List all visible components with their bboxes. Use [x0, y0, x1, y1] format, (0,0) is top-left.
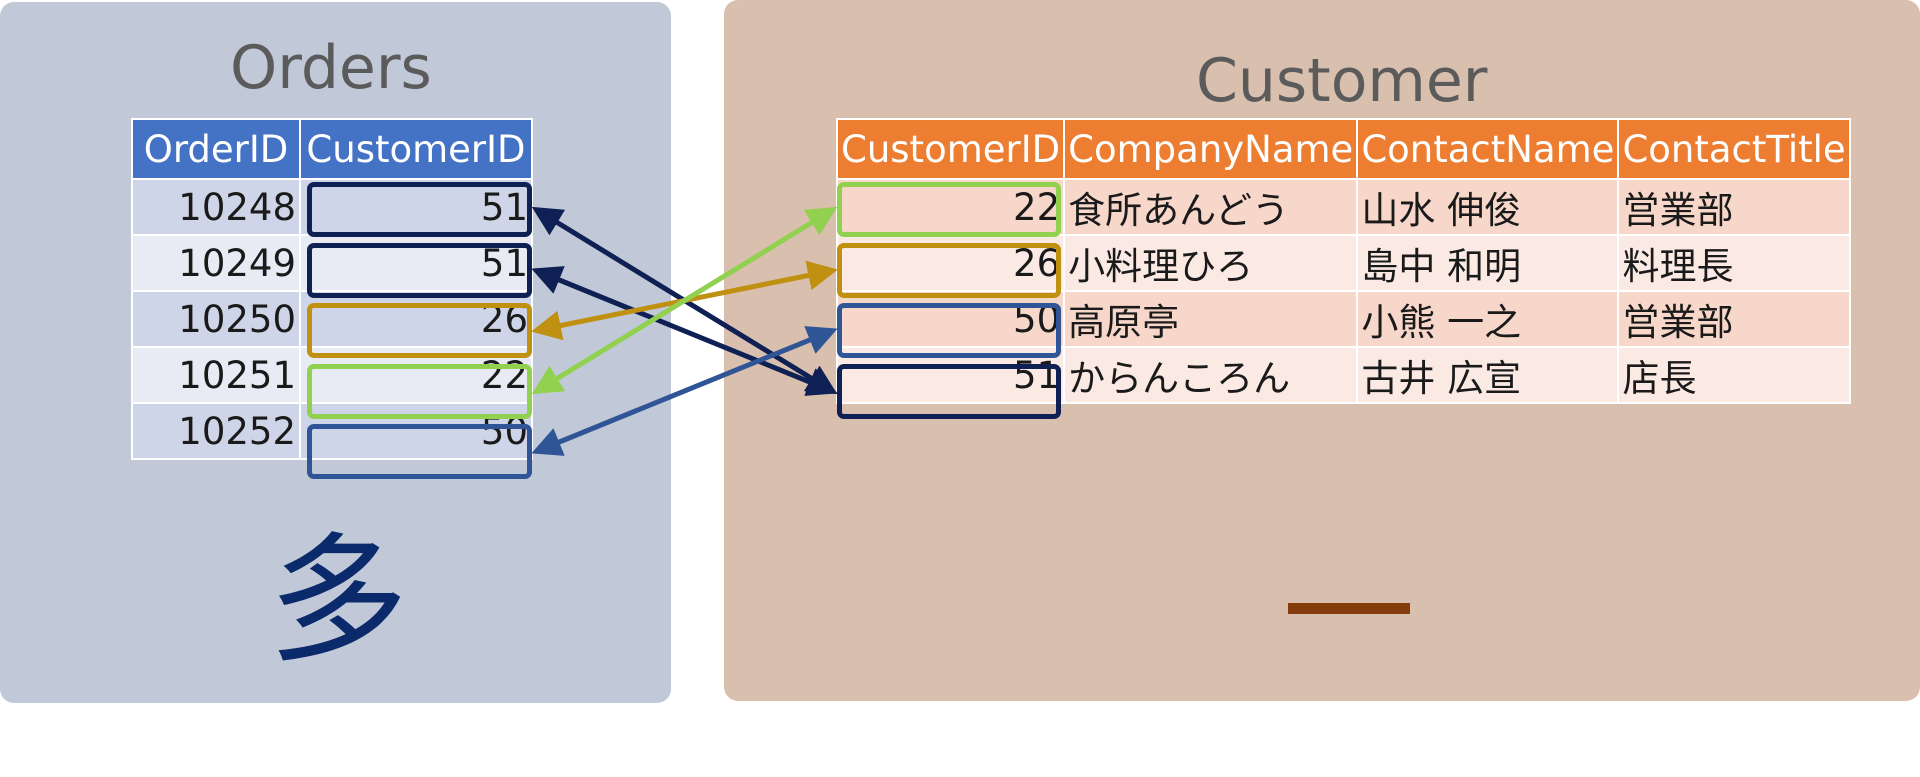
- order-key-highlight: [307, 303, 532, 358]
- orders-row: 10250 26: [131, 290, 533, 348]
- contact-title-cell: 店長: [1617, 346, 1851, 404]
- customer-title: Customer: [1196, 46, 1488, 116]
- orders-header-row: OrderID CustomerID: [131, 118, 533, 180]
- orders-title: Orders: [230, 33, 432, 103]
- customer-key-highlight: [837, 364, 1061, 419]
- company-name-cell: 小料理ひろ: [1063, 234, 1359, 292]
- many-cardinality-label: 多: [268, 520, 409, 683]
- company-name-cell: からんころん: [1063, 346, 1359, 404]
- contact-name-cell: 小熊 一之: [1356, 290, 1620, 348]
- one-cardinality-label: [1288, 603, 1410, 614]
- customer-col-companyname: CompanyName: [1063, 118, 1359, 180]
- relationship-arrow: [531, 266, 838, 396]
- customer-key-highlight: [837, 182, 1061, 237]
- customer-id-cell: 22: [835, 178, 1066, 236]
- customer-row: 50 高原亭 小熊 一之 営業部: [835, 290, 1851, 348]
- contact-title-cell: 営業部: [1617, 290, 1851, 348]
- contact-title-cell: 料理長: [1617, 234, 1851, 292]
- order-key-highlight: [307, 243, 532, 298]
- customer-key-highlight: [837, 303, 1061, 358]
- customer-col-contacttitle: ContactTitle: [1617, 118, 1851, 180]
- customer-row: 22 食所あんどう 山水 伸俊 営業部: [835, 178, 1851, 236]
- contact-name-cell: 島中 和明: [1356, 234, 1620, 292]
- orders-table: OrderID CustomerID 10248 51 10249 51 102…: [131, 118, 533, 460]
- contact-title-cell: 営業部: [1617, 178, 1851, 236]
- company-name-cell: 高原亭: [1063, 290, 1359, 348]
- order-key-highlight: [307, 424, 532, 479]
- orders-col-customerid: CustomerID: [299, 118, 533, 180]
- relationship-arrow: [531, 326, 838, 456]
- order-id-cell: 10248: [131, 178, 301, 236]
- customer-col-customerid: CustomerID: [835, 118, 1066, 180]
- orders-col-orderid: OrderID: [131, 118, 301, 180]
- contact-name-cell: 古井 広宣: [1356, 346, 1620, 404]
- customer-id-cell: 50: [835, 290, 1066, 348]
- customer-table: CustomerID CompanyName ContactName Conta…: [835, 118, 1851, 404]
- order-key-highlight: [307, 182, 532, 237]
- customer-header-row: CustomerID CompanyName ContactName Conta…: [835, 118, 1851, 180]
- order-id-cell: 10252: [131, 402, 301, 460]
- order-id-cell: 10250: [131, 290, 301, 348]
- customer-row: 26 小料理ひろ 島中 和明 料理長: [835, 234, 1851, 292]
- customer-key-highlight: [837, 243, 1061, 298]
- contact-name-cell: 山水 伸俊: [1356, 178, 1620, 236]
- order-customer-id-cell: 50: [299, 402, 533, 460]
- orders-row: 10252 50: [131, 402, 533, 460]
- company-name-cell: 食所あんどう: [1063, 178, 1359, 236]
- order-id-cell: 10251: [131, 346, 301, 404]
- customer-row: 51 からんころん 古井 広宣 店長: [835, 346, 1851, 404]
- customer-col-contactname: ContactName: [1356, 118, 1620, 180]
- order-key-highlight: [307, 364, 532, 419]
- order-id-cell: 10249: [131, 234, 301, 292]
